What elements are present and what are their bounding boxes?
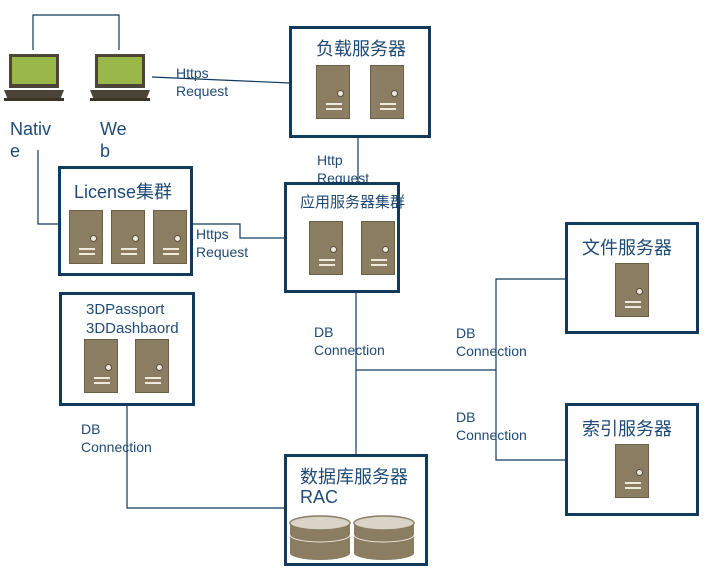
- file-db-connection-label: DB Connection: [456, 325, 527, 359]
- server-icon: [370, 65, 404, 119]
- passport-to-db-line: [126, 405, 285, 509]
- database-rac-title: RAC: [300, 487, 339, 507]
- passport-dashboard-box: 3DPassport 3DDashbaord: [59, 292, 195, 406]
- license-cluster-title: License集群: [74, 182, 173, 202]
- passport-dashboard-title: 3DPassport 3DDashbaord: [86, 301, 179, 337]
- server-icon: [309, 221, 343, 275]
- server-icon: [615, 444, 649, 498]
- app-server-cluster-box: 应用服务器集群: [284, 182, 405, 293]
- database-cylinder-icon: [289, 515, 351, 560]
- load-balancer-box: 负载服务器: [289, 26, 431, 138]
- server-icon: [316, 65, 350, 119]
- license-cluster-box: License集群: [58, 166, 193, 276]
- index-db-connection-label: DB Connection: [456, 409, 527, 443]
- client-bracket-line: [32, 14, 120, 50]
- load-balancer-title: 负载服务器: [316, 39, 406, 59]
- laptop-icon: [4, 54, 64, 101]
- server-icon: [111, 210, 145, 264]
- app-db-connection-label: DB Connection: [314, 324, 385, 358]
- app-server-cluster-title: 应用服务器集群: [300, 194, 406, 211]
- native-client-label: Nativ e: [10, 119, 52, 161]
- web-to-load-balancer-line: [151, 76, 291, 84]
- license-https-request-label: Https Request: [196, 226, 249, 260]
- database-server-box: 数据库服务器 RAC: [284, 454, 428, 566]
- server-icon: [135, 339, 169, 393]
- index-server-title: 索引服务器: [582, 419, 672, 439]
- file-server-box: 文件服务器: [565, 222, 699, 334]
- https-request-label: Https Request: [176, 65, 229, 99]
- web-client-label: We b: [100, 119, 127, 161]
- server-icon: [153, 210, 187, 264]
- database-server-title: 数据库服务器: [300, 467, 408, 487]
- server-icon: [69, 210, 103, 264]
- file-server-title: 文件服务器: [582, 238, 672, 258]
- database-cylinder-icon: [353, 515, 415, 560]
- index-server-box: 索引服务器: [565, 403, 699, 516]
- license-to-app-line: [192, 223, 285, 239]
- server-icon: [361, 221, 395, 275]
- bus-to-file-server-line: [495, 278, 566, 370]
- bus-to-index-server-line: [495, 370, 566, 461]
- passport-db-connection-label: DB Connection: [81, 421, 152, 455]
- laptop-icon: [90, 54, 150, 101]
- native-to-license-line: [37, 150, 58, 225]
- server-icon: [84, 339, 118, 393]
- server-icon: [615, 263, 649, 317]
